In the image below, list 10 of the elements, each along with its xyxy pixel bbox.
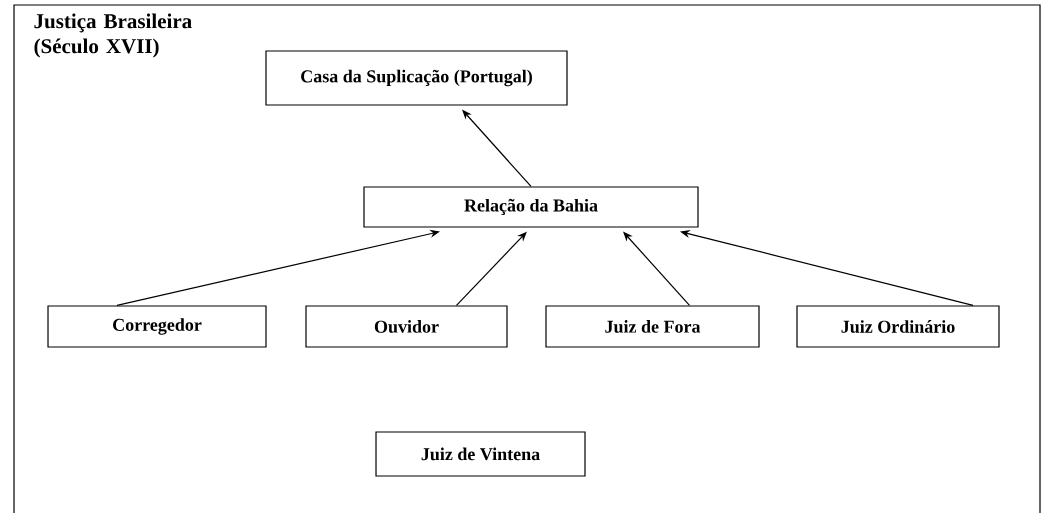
box: Relação da Bahia <box>363 186 699 228</box>
box: Juiz Ordinário <box>796 305 1000 348</box>
box: Juiz de Vintena <box>375 431 586 477</box>
arrow <box>116 229 440 306</box>
box: Casa da Suplicação (Portugal) <box>265 50 568 106</box>
box: Ouvidor <box>305 305 508 348</box>
title: Justiça Brasileira (Século XVII) <box>34 13 192 58</box>
box: Juiz de Fora <box>545 305 760 348</box>
box: Corregedor <box>47 305 267 348</box>
arrow <box>680 230 974 306</box>
